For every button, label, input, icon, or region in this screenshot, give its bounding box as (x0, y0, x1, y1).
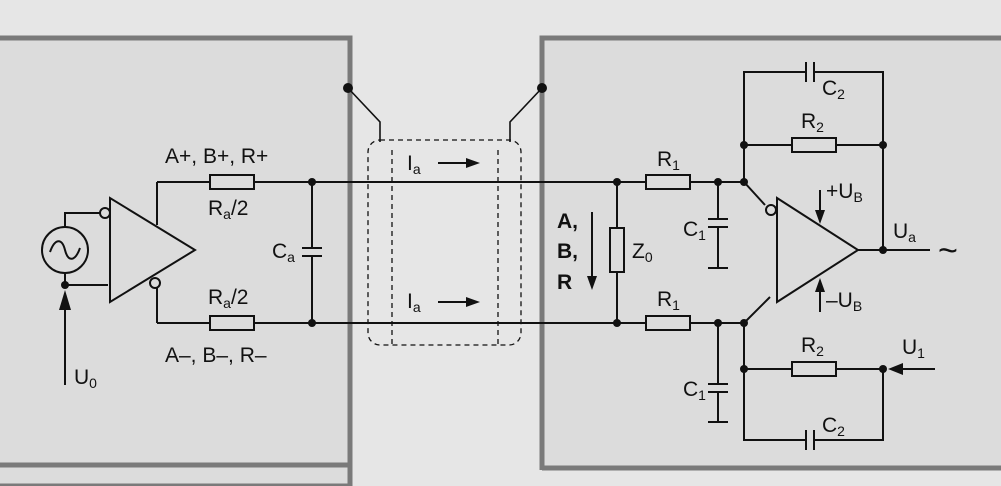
feedback-network-bottom (740, 319, 935, 450)
label-r1-top: R1 (657, 148, 680, 173)
label-aneg: A–, B–, R– (165, 344, 267, 367)
label-signal-b: B, (557, 240, 578, 263)
label-vpos: +UB (826, 180, 863, 205)
label-r2-bottom: R2 (801, 334, 824, 359)
feedback-network-top (740, 62, 887, 250)
signal-line-top (157, 181, 766, 206)
receiver-enclosure (539, 35, 1001, 471)
label-signal-r: R (557, 271, 572, 294)
ra-resistor-bottom (209, 315, 255, 331)
label-c2-top: C2 (822, 77, 845, 102)
ca-capacitor (302, 178, 322, 327)
r1-resistor-top (645, 174, 691, 190)
label-r2-top: R2 (801, 110, 824, 135)
label-c2-bottom: C2 (822, 414, 845, 439)
label-z0: Z0 (632, 240, 653, 265)
label-apos: A+, B+, R+ (165, 145, 268, 168)
label-ca: Ca (272, 240, 295, 265)
ia-arrow-bottom (438, 297, 480, 307)
label-ra-top: Ra/2 (208, 197, 248, 222)
cable-shield (343, 83, 547, 346)
label-c1-bottom: C1 (683, 378, 706, 403)
label-ia-top: Ia (407, 152, 421, 177)
signal-direction-arrow (587, 212, 597, 290)
label-ra-bottom: Ra/2 (208, 286, 248, 311)
label-r1-bottom: R1 (657, 288, 680, 313)
label-u1: U1 (902, 336, 925, 361)
label-c1-top: C1 (683, 218, 706, 243)
label-tilde: ~ (938, 232, 958, 270)
ia-arrow-top (438, 158, 480, 168)
c1-capacitor-bottom (708, 319, 728, 423)
c1-capacitor-top (708, 178, 728, 269)
label-vneg: –UB (826, 289, 862, 314)
r1-resistor-bottom (645, 315, 691, 331)
label-u0: U0 (74, 366, 97, 391)
driver-amplifier (99, 182, 197, 323)
u0-arrow (59, 281, 71, 385)
label-ia-bottom: Ia (407, 290, 421, 315)
ra-resistor-top (209, 174, 255, 190)
label-ua: Ua (893, 220, 916, 245)
z0-termination (609, 178, 625, 327)
label-signal-a: A, (557, 210, 578, 233)
